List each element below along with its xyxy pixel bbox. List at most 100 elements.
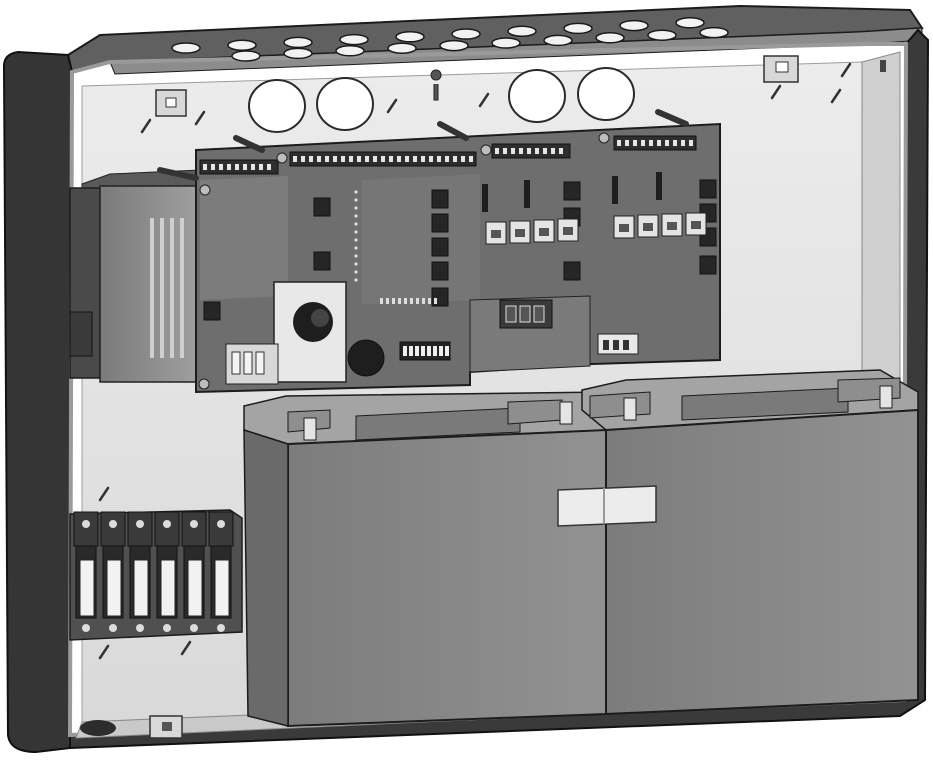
battery-terminal <box>879 385 893 409</box>
terminal-screw <box>413 156 417 162</box>
pcb-pin <box>416 298 419 304</box>
terminal-screw <box>405 156 409 162</box>
knockout-hole <box>595 32 625 44</box>
terminal-block-label <box>79 559 95 617</box>
pcb-chip <box>699 179 717 199</box>
rj-port <box>643 223 653 231</box>
pcb-capacitor <box>482 184 488 212</box>
terminal-screw <box>543 148 547 154</box>
terminal-screw <box>389 156 393 162</box>
knockout-hole <box>647 29 677 41</box>
terminal-block-top <box>100 511 126 547</box>
knockout-hole <box>395 31 425 43</box>
pcb-terminal-strips <box>199 135 697 175</box>
knockout-hole <box>699 26 729 39</box>
knockout-hole <box>675 17 705 29</box>
terminal-screw <box>136 624 144 632</box>
terminal-screw <box>190 520 198 528</box>
wall-screw <box>180 640 192 656</box>
terminal-screw <box>633 140 637 146</box>
terminal-screw <box>365 156 369 162</box>
pcb-chip <box>313 197 331 217</box>
terminal-screw <box>535 148 539 154</box>
pcb-capacitor <box>656 172 662 200</box>
terminal-screw <box>665 140 669 146</box>
pcb-pin <box>410 298 413 304</box>
terminal-screw <box>357 156 361 162</box>
enclosure-housing <box>2 4 930 754</box>
pcb-pin <box>354 262 358 266</box>
psu-vent-slot <box>160 218 164 358</box>
terminal-screw <box>397 156 401 162</box>
terminal-screw <box>163 624 171 632</box>
pcb-pin <box>392 298 395 304</box>
knockout-hole <box>619 19 649 32</box>
knockout-hole <box>387 42 417 54</box>
terminal-screw <box>641 140 645 146</box>
wall-screw <box>98 486 110 502</box>
terminal-screw <box>243 164 247 170</box>
terminal-screw <box>235 164 239 170</box>
terminal-screw <box>349 156 353 162</box>
terminal-screw <box>227 164 231 170</box>
pcb-pin <box>428 298 431 304</box>
psu-vents <box>150 218 184 358</box>
terminal-screw <box>341 156 345 162</box>
rj-port <box>515 229 525 237</box>
pcb-edge-terminal <box>225 343 279 385</box>
pcb-capacitor <box>524 180 530 208</box>
terminal-screw <box>559 148 563 154</box>
terminal-block-label <box>214 559 230 617</box>
rj-port <box>563 227 573 235</box>
terminal-screw <box>649 140 653 146</box>
terminal-screw <box>681 140 685 146</box>
terminal-screw <box>373 156 377 162</box>
dip-key <box>415 346 419 356</box>
rj-connectors <box>485 212 707 245</box>
knockout-hole <box>439 39 469 52</box>
pcb-chip <box>563 181 581 201</box>
terminal-screw <box>211 164 215 170</box>
wall-screws <box>98 62 852 660</box>
knockout-hole <box>283 47 313 60</box>
knockout-row-back <box>171 17 705 54</box>
pcb-capacitor <box>612 176 618 204</box>
terminal-screw <box>309 156 313 162</box>
pcb-chip <box>313 251 331 271</box>
pcb-pin <box>354 270 358 274</box>
terminal-screw <box>267 164 271 170</box>
terminal-block-top <box>154 511 180 547</box>
piezo-buzzer <box>347 339 385 377</box>
knockout-hole <box>543 34 573 47</box>
dip-key <box>409 346 413 356</box>
battery-strap <box>557 485 657 527</box>
terminal-screw <box>689 140 693 146</box>
dip-key <box>439 346 443 356</box>
rj-port <box>691 221 701 229</box>
wall-screw <box>140 118 152 134</box>
terminal-screw <box>429 156 433 162</box>
round-hole-4 <box>577 67 635 121</box>
terminal-block-label <box>187 559 203 617</box>
pcb-chip <box>563 261 581 281</box>
terminal-screw <box>495 148 499 154</box>
terminal-screw <box>625 140 629 146</box>
control-pcb <box>157 109 721 394</box>
terminal-screw <box>136 520 144 528</box>
rj-port <box>667 222 677 230</box>
housing-body <box>2 50 74 754</box>
bottom-cable-hole <box>80 720 116 736</box>
small-connector <box>597 333 639 355</box>
pcb-chip <box>431 261 449 281</box>
knockout-hole <box>227 39 257 51</box>
pcb-pin <box>354 206 358 210</box>
dip-key <box>403 346 407 356</box>
knockout-row-front <box>231 26 729 62</box>
knockout-hole <box>283 36 313 49</box>
pcb-chip <box>203 301 221 321</box>
cable-knockouts <box>171 17 729 62</box>
terminal-screw <box>82 624 90 632</box>
pcb-pin <box>354 198 358 202</box>
dip-key <box>427 346 431 356</box>
